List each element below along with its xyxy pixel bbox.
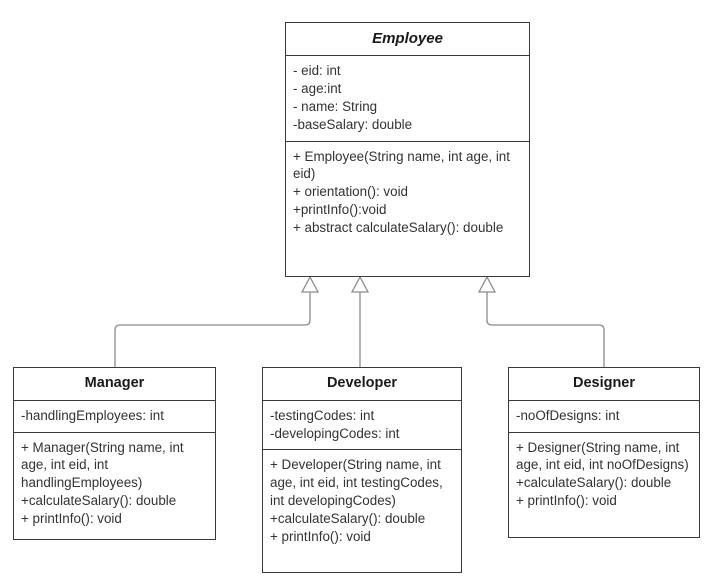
class-methods-developer: + Developer(String name, int age, int ei… (263, 449, 461, 552)
class-methods-designer: + Designer(String name, int age, int eid… (509, 431, 699, 517)
class-box-developer[interactable]: Developer -testingCodes: int -developing… (262, 367, 462, 573)
method-item: +printInfo():void (293, 202, 387, 218)
method-item: + printInfo(): void (270, 528, 371, 544)
class-attributes-employee: - eid: int - age:int - name: String -bas… (286, 56, 529, 140)
method-item: + abstract calculateSalary(): double (293, 219, 504, 235)
connector-manager-employee (114, 292, 311, 367)
method-item: + Designer(String name, int age, int eid… (516, 439, 689, 473)
class-attributes-designer: -noOfDesigns: int (509, 401, 699, 432)
method-item: +calculateSalary(): double (21, 492, 177, 508)
class-title-developer: Developer (263, 368, 461, 401)
class-box-manager[interactable]: Manager -handlingEmployees: int + Manage… (13, 367, 216, 540)
attribute-item: - name: String (293, 98, 378, 114)
generalization-arrowhead-manager (300, 275, 320, 293)
attribute-item: -baseSalary: double (293, 116, 413, 132)
class-title-manager: Manager (14, 368, 215, 401)
class-box-employee[interactable]: Employee - eid: int - age:int - name: St… (285, 22, 530, 277)
attribute-item: -developingCodes: int (270, 425, 400, 441)
method-item: +calculateSalary(): double (516, 475, 672, 491)
method-item: + Developer(String name, int age, int ei… (270, 457, 443, 508)
class-attributes-developer: -testingCodes: int -developingCodes: int (263, 401, 461, 450)
attribute-item: -noOfDesigns: int (516, 407, 620, 423)
attribute-item: - eid: int (293, 63, 341, 79)
method-item: + Manager(String name, int age, int eid,… (21, 439, 184, 491)
class-methods-employee: + Employee(String name, int age, int eid… (286, 140, 529, 244)
class-attributes-manager: -handlingEmployees: int (14, 401, 215, 432)
generalization-arrowhead-designer (477, 275, 497, 293)
method-item: + Employee(String name, int age, int eid… (293, 148, 510, 182)
class-title-employee: Employee (286, 23, 529, 57)
class-methods-manager: + Manager(String name, int age, int eid,… (14, 431, 215, 535)
attribute-item: -handlingEmployees: int (21, 407, 164, 423)
class-title-designer: Designer (509, 368, 699, 401)
generalization-arrowhead-developer (350, 275, 370, 293)
connector-designer-employee (486, 292, 605, 367)
method-item: +calculateSalary(): double (270, 510, 426, 526)
class-box-designer[interactable]: Designer -noOfDesigns: int + Designer(St… (508, 367, 700, 538)
method-item: + printInfo(): void (21, 510, 122, 526)
attribute-item: -testingCodes: int (270, 407, 375, 423)
attribute-item: - age:int (293, 81, 342, 97)
method-item: + printInfo(): void (516, 492, 617, 508)
method-item: + orientation(): void (293, 184, 408, 200)
